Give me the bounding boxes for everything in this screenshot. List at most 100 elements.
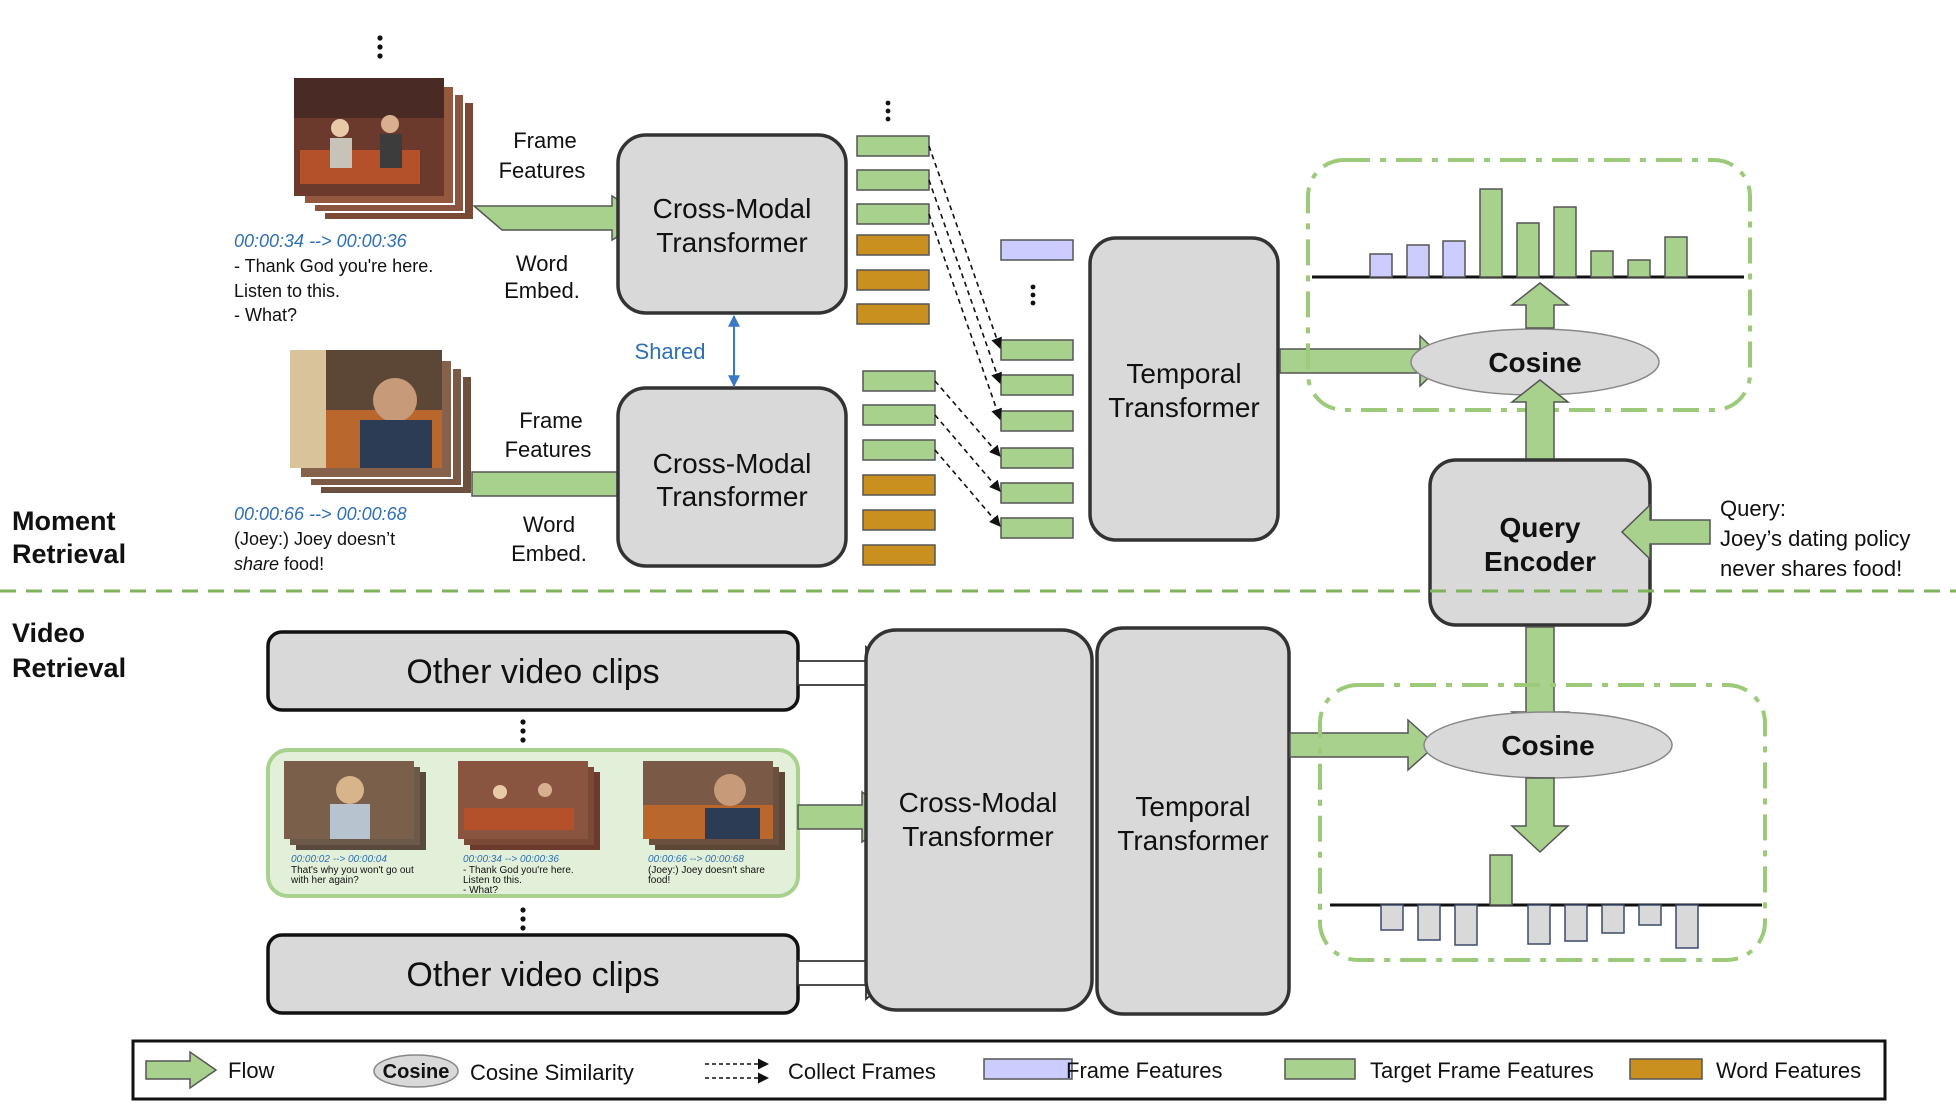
thumbnail-3 [643, 761, 785, 850]
clip1-timestamp: 00:00:34 --> 00:00:36 [234, 231, 408, 251]
word-feature [856, 303, 930, 325]
clip-score-bar [1527, 904, 1551, 945]
legend-flow-icon [145, 1050, 218, 1090]
legend-collect-frames-icon [705, 1058, 770, 1084]
legend-cosine-icon [373, 1054, 459, 1088]
query-encoder-label-a: Query [1500, 512, 1581, 543]
cosine-label-2: Cosine [1501, 730, 1594, 761]
temporal-label-1b: Transformer [1108, 392, 1259, 423]
legend-flow-label: Flow [228, 1058, 275, 1083]
thumbnail-2 [458, 761, 600, 850]
video-section-label-a: Video [12, 618, 85, 648]
flow-arrow-query-up [1509, 379, 1571, 461]
legend-target-frame-swatch [1284, 1058, 1356, 1080]
legend-word-features-swatch [1629, 1058, 1703, 1080]
thumb2-line1: - Thank God you're here. [463, 865, 574, 876]
cross-modal-transformer-box-1 [616, 133, 848, 315]
thumb2-line3: - What? [463, 885, 498, 896]
word-embed-label-1a: Word [516, 251, 568, 276]
cross-modal-label-1a: Cross-Modal [653, 193, 812, 224]
legend-frame-features-label: Frame Features [1066, 1058, 1223, 1083]
target-score-bar [1553, 206, 1577, 278]
feature-column-2 [862, 370, 936, 566]
shared-label: Shared [635, 339, 706, 364]
cross-modal-transformer-box-2 [616, 386, 848, 568]
thumb3-timestamp: 00:00:66 --> 00:00:68 [648, 854, 744, 865]
legend-cosine-similarity-label: Cosine Similarity [470, 1060, 634, 1085]
clip-score-bar [1638, 904, 1662, 926]
cross-modal-label-1b: Transformer [656, 227, 807, 258]
feature-column-1 [856, 135, 930, 325]
word-embed-label-1b: Embed. [504, 278, 580, 303]
target-frame-feature [1000, 374, 1074, 396]
temporal-label-1a: Temporal [1126, 358, 1241, 389]
ellipsis-dots [520, 719, 526, 743]
target-frame-feature [862, 439, 936, 461]
target-score-bar [1479, 188, 1503, 278]
thumb1-line1: That's why you won't go out [291, 865, 414, 876]
word-feature [862, 474, 936, 496]
query-text-line3: never shares food! [1720, 556, 1902, 581]
collect-frames-arrows [928, 145, 1002, 527]
frame-score-bar [1369, 253, 1393, 278]
thumb3-line1: (Joey:) Joey doesn't share [648, 865, 765, 876]
target-frame-feature [1000, 339, 1074, 361]
temporal-label-2a: Temporal [1135, 791, 1250, 822]
flow-arrow-query-in [1620, 503, 1711, 561]
similarity-histogram-1 [1369, 188, 1688, 278]
video-result-dashed-box [1318, 683, 1767, 962]
legend-target-frame-label: Target Frame Features [1370, 1058, 1594, 1083]
video-section-label-b: Retrieval [12, 653, 126, 683]
legend-collect-frames-label: Collect Frames [788, 1059, 936, 1084]
temporal-transformer-box-2 [1095, 626, 1291, 1016]
frame-features-label-1a: Frame [513, 128, 577, 153]
ellipsis-dots [520, 907, 526, 931]
thumbnail-1 [284, 761, 426, 850]
legend-word-features-label: Word Features [1716, 1058, 1861, 1083]
clip-score-bar [1675, 904, 1699, 949]
similarity-histogram-2 [1380, 854, 1699, 949]
clip-score-bar [1601, 904, 1625, 934]
clip1-subtitle-line2: Listen to this. [234, 281, 340, 301]
clip1-subtitle-line1: - Thank God you're here. [234, 256, 433, 276]
target-frame-feature [856, 135, 930, 157]
legend-frame-features-swatch [983, 1058, 1073, 1080]
video-frame-stack-2 [290, 350, 473, 495]
moment-section-label-a: Moment [12, 506, 116, 536]
cross-modal-label-video-b: Transformer [902, 821, 1053, 852]
frame-features-label-2a: Frame [519, 408, 583, 433]
target-frame-feature [1000, 410, 1074, 432]
target-frame-feature [1000, 447, 1074, 469]
target-frame-feature [862, 404, 936, 426]
target-frame-feature [856, 203, 930, 225]
cross-modal-label-video-a: Cross-Modal [899, 787, 1058, 818]
cross-modal-transformer-box-video [864, 628, 1094, 1012]
target-frame-feature [856, 169, 930, 191]
legend-cosine-chip-label: Cosine [383, 1061, 450, 1083]
other-clips-label-bottom: Other video clips [406, 956, 659, 994]
query-text-line1: Query: [1720, 496, 1786, 521]
word-feature [856, 269, 930, 291]
target-score-bar [1489, 854, 1513, 906]
word-embed-label-2a: Word [523, 512, 575, 537]
video-frame-stack-1 [294, 78, 475, 221]
clip-score-bar [1417, 904, 1441, 941]
target-frame-feature [862, 370, 936, 392]
flow-arrow-cosine-down [1510, 777, 1570, 854]
query-text-line2: Joey’s dating policy [1720, 526, 1910, 551]
query-encoder-label-b: Encoder [1484, 546, 1596, 577]
clip2-timestamp: 00:00:66 --> 00:00:68 [234, 504, 407, 524]
thumb1-line2: with her again? [290, 875, 359, 886]
cross-modal-label-2b: Transformer [656, 481, 807, 512]
cross-modal-label-2a: Cross-Modal [653, 448, 812, 479]
other-clips-label-top: Other video clips [406, 653, 659, 691]
moment-section-label-b: Retrieval [12, 539, 126, 569]
frame-features-label-2b: Features [505, 437, 592, 462]
target-frame-feature [1000, 517, 1074, 539]
frame-feature [1000, 239, 1074, 261]
target-frame-feature [1000, 482, 1074, 504]
clip1-subtitle-line3: - What? [234, 305, 297, 325]
clip2-subtitle-line1: (Joey:) Joey doesn’t [234, 529, 395, 549]
clip-score-bar [1454, 904, 1478, 946]
temporal-transformer-box-1 [1088, 236, 1280, 542]
